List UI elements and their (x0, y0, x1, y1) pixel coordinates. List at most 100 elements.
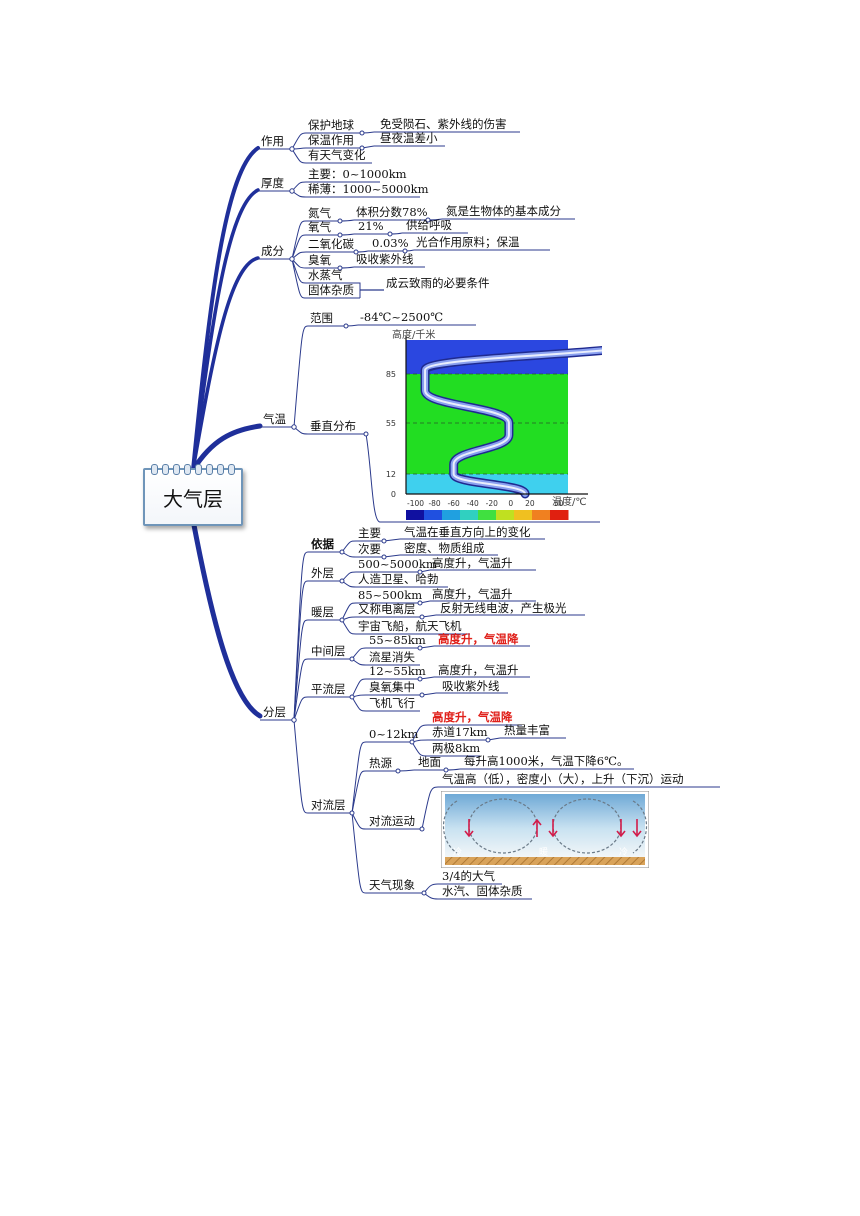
node-effect[interactable]: 作用 (261, 134, 284, 148)
y-tick-label: 12 (386, 470, 396, 479)
x-tick-label: -20 (486, 499, 498, 508)
node-strato-0-detail[interactable]: 高度升，气温升 (438, 663, 519, 677)
node-thickness[interactable]: 厚度 (261, 176, 284, 190)
colorbar-swatch (496, 510, 515, 520)
root-node[interactable]: 大气层 (143, 464, 243, 526)
node-thickness-1[interactable]: 稀薄：1000~5000km (308, 182, 429, 196)
root-label: 大气层 (163, 486, 223, 511)
node-stratosphere[interactable]: 平流层 (311, 682, 346, 696)
convection-cold-right: 冷 (619, 846, 628, 858)
binder-ring (162, 464, 169, 475)
node-effect-1-detail[interactable]: 昼夜温差小 (380, 131, 438, 145)
colorbar-swatch (514, 510, 533, 520)
y-tick-label: 55 (386, 419, 396, 428)
node-exo-0[interactable]: 500~5000km (358, 557, 437, 571)
node-basis-minor-detail[interactable]: 密度、物质组成 (404, 541, 485, 555)
convection-warm: 暖 (539, 846, 548, 858)
colorbar-swatch (442, 510, 461, 520)
x-tick-label: 50 (554, 499, 564, 508)
binder-ring (206, 464, 213, 475)
node-effect-1[interactable]: 保温作用 (308, 133, 354, 147)
node-thermo-0-detail[interactable]: 高度升，气温升 (432, 587, 513, 601)
colorbar-swatch (424, 510, 443, 520)
node-comp-o2[interactable]: 氧气 (308, 220, 331, 234)
node-meso-0-detail[interactable]: 高度升，气温降 (438, 632, 519, 646)
branch-composition (191, 256, 260, 472)
node-comp-o2-detail[interactable]: 21% (358, 219, 384, 233)
node-effect-2[interactable]: 有天气变化 (308, 148, 366, 162)
node-basis-main-detail[interactable]: 气温在垂直方向上的变化 (404, 525, 531, 539)
node-thermo-1-detail[interactable]: 反射无线电波，产生极光 (440, 601, 567, 615)
binder-ring (228, 464, 235, 475)
node-comp-shared-note[interactable]: 成云致雨的必要条件 (386, 276, 490, 290)
node-strato-2[interactable]: 飞机飞行 (369, 696, 415, 710)
node-strato-0[interactable]: 12~55km (369, 664, 426, 678)
node-tropo-heat-lapse[interactable]: 每升高1000米，气温下降6℃。 (464, 754, 629, 768)
colorbar-swatch (550, 510, 569, 520)
node-composition[interactable]: 成分 (261, 244, 284, 258)
colorbar-swatch (406, 510, 425, 520)
x-tick-label: -80 (428, 499, 440, 508)
node-thermo-2[interactable]: 宇宙飞船，航天飞机 (358, 619, 462, 633)
node-thermo-1[interactable]: 又称电离层 (358, 602, 416, 616)
node-comp-n2-detail2[interactable]: 氮是生物体的基本成分 (446, 204, 561, 218)
node-troposphere[interactable]: 对流层 (311, 798, 346, 812)
node-meso-0[interactable]: 55~85km (369, 633, 426, 647)
node-comp-co2[interactable]: 二氧化碳 (308, 237, 354, 251)
node-temp-range-value[interactable]: -84℃~2500℃ (360, 310, 444, 324)
colorbar-swatch (532, 510, 551, 520)
node-tropo-equator[interactable]: 赤道17km (432, 725, 488, 739)
node-tropo-height[interactable]: 0~12km (369, 727, 419, 741)
node-layers[interactable]: 分层 (263, 705, 286, 719)
x-tick-label: 20 (525, 499, 535, 508)
node-tropo-convection-note[interactable]: 气温高（低），密度小（大），上升（下沉）运动 (442, 772, 684, 786)
binder-ring (151, 464, 158, 475)
node-tropo-poles[interactable]: 两极8km (432, 741, 481, 755)
node-strato-1-detail[interactable]: 吸收紫外线 (442, 679, 500, 693)
node-tropo-heat-ground[interactable]: 地面 (418, 755, 441, 769)
node-exosphere[interactable]: 外层 (311, 566, 334, 580)
node-thermosphere[interactable]: 暖层 (311, 605, 334, 619)
node-tropo-convection[interactable]: 对流运动 (369, 814, 415, 828)
node-tropo-weather[interactable]: 天气现象 (369, 878, 415, 892)
node-exo-1[interactable]: 人造卫星、哈勃 (358, 572, 439, 586)
node-effect-0-detail[interactable]: 免受陨石、紫外线的伤害 (380, 117, 507, 131)
branch-thickness (191, 188, 260, 472)
node-basis-main[interactable]: 主要 (358, 526, 381, 540)
node-comp-n2-detail[interactable]: 体积分数78% (356, 205, 428, 219)
node-tropo-heat[interactable]: 热源 (369, 756, 392, 770)
node-tropo-weather-1[interactable]: 水汽、固体杂质 (442, 884, 523, 898)
node-temperature[interactable]: 气温 (263, 412, 286, 426)
node-effect-0[interactable]: 保护地球 (308, 118, 354, 132)
colorbar-swatch (460, 510, 479, 520)
node-tropo-trend[interactable]: 高度升，气温降 (432, 710, 513, 724)
node-comp-vapor[interactable]: 水蒸气 (308, 268, 343, 282)
node-comp-dust[interactable]: 固体杂质 (308, 283, 354, 297)
node-meso-1[interactable]: 流星消失 (369, 650, 415, 664)
node-basis[interactable]: 依据 (311, 537, 334, 551)
x-tick-label: 0 (508, 499, 513, 508)
binder-ring (217, 464, 224, 475)
node-comp-o3[interactable]: 臭氧 (308, 253, 331, 267)
node-mesosphere[interactable]: 中间层 (311, 644, 346, 658)
temperature-curve-highlight (424, 349, 602, 495)
binder-ring (195, 464, 202, 475)
node-strato-1[interactable]: 臭氧集中 (369, 680, 415, 694)
node-tropo-equator-note[interactable]: 热量丰富 (504, 723, 550, 737)
node-temp-range[interactable]: 范围 (310, 311, 333, 325)
node-basis-minor[interactable]: 次要 (358, 542, 381, 556)
node-comp-o3-detail[interactable]: 吸收紫外线 (356, 252, 414, 266)
node-comp-co2-detail[interactable]: 0.03% (372, 236, 409, 250)
node-temp-vertical[interactable]: 垂直分布 (310, 419, 356, 433)
node-comp-co2-detail2[interactable]: 光合作用原料；保温 (416, 235, 520, 249)
node-comp-n2[interactable]: 氮气 (308, 206, 331, 220)
node-comp-o2-detail2[interactable]: 供给呼吸 (406, 218, 452, 232)
binder-ring (184, 464, 191, 475)
node-thermo-0[interactable]: 85~500km (358, 588, 423, 602)
y-tick-label: 85 (386, 370, 396, 379)
chart-ylabel: 高度/千米 (392, 328, 435, 341)
node-tropo-weather-0[interactable]: 3/4的大气 (442, 869, 496, 883)
node-thickness-0[interactable]: 主要：0~1000km (308, 167, 407, 181)
node-exo-0-detail[interactable]: 高度升，气温升 (432, 556, 513, 570)
